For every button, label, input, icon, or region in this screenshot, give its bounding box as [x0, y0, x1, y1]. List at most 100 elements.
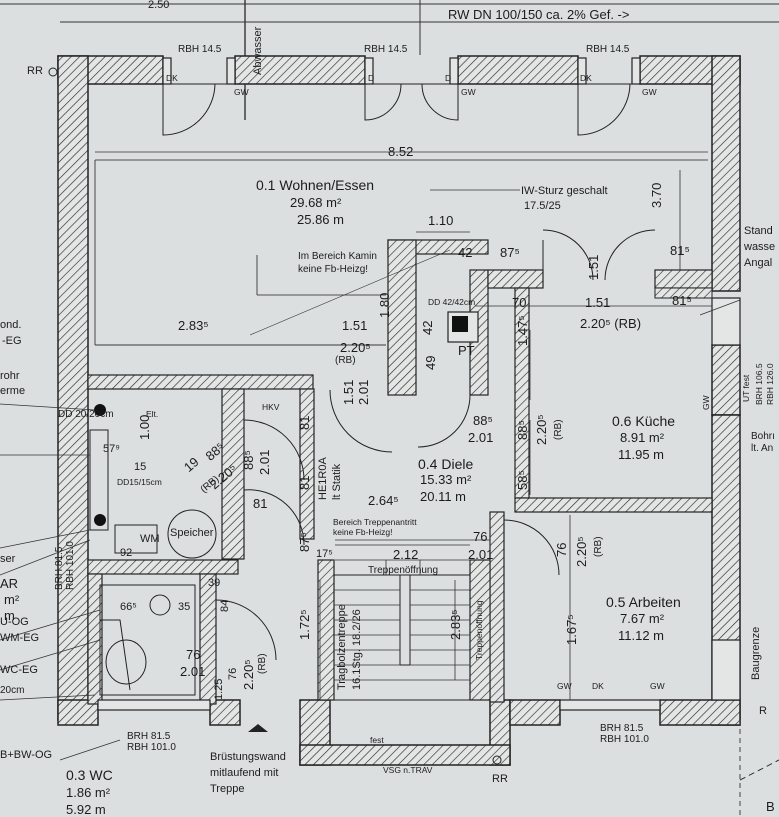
dim-151c: 1.51: [342, 318, 368, 333]
rb-1: (RB): [335, 355, 356, 366]
bohr-note: Bohrı: [751, 431, 775, 442]
gw-1: GW: [234, 87, 249, 97]
dim-76d: 76: [227, 667, 239, 680]
gw-3: GW: [642, 87, 657, 97]
rbh-left: RBH 101.0: [65, 541, 76, 590]
left-note-10: WM-EG: [0, 632, 40, 644]
elt-label: Elt.: [146, 409, 159, 419]
dim-370: 3.70: [649, 182, 664, 208]
room-wc-name: 0.3 WC: [66, 767, 113, 783]
dim-125: 1.25: [213, 678, 225, 700]
rr-left: RR: [27, 65, 43, 77]
dim-147: 1.47⁵: [515, 315, 530, 346]
dim-815c: 81: [253, 496, 268, 511]
bruestung-3: Treppe: [210, 783, 245, 795]
dim-212: 2.12: [393, 547, 419, 562]
baugrenze: Baugrenze: [750, 626, 762, 680]
dk-4: DK: [592, 681, 604, 691]
rbh-wc: RBH 101.0: [127, 742, 176, 753]
dim-852: 8.52: [388, 144, 414, 159]
room-kueche-perimeter: 11.95 m: [618, 447, 665, 462]
dd-42: DD 42/42cm: [428, 297, 476, 307]
room-arbeiten-perimeter: 11.12 m: [618, 628, 665, 643]
gw-2: GW: [461, 87, 476, 97]
dim-579: 57⁹: [103, 443, 120, 455]
room-kueche-area: 8.91 m²: [620, 430, 665, 445]
gw-4: GW: [557, 681, 572, 691]
dim-201c: 2.01: [257, 449, 272, 475]
gw-k: GW: [701, 395, 711, 410]
dim-76c: 76: [186, 647, 201, 662]
dim-39: 39: [208, 577, 221, 589]
room-diele-area: 15.33 m²: [420, 472, 472, 487]
dim-220f: 2.20⁵: [241, 659, 256, 690]
left-note-3: rohr: [0, 370, 20, 382]
stg-label: 16.1Stg. 18.2/26: [351, 609, 363, 690]
he1roa-label: HE1R0A: [317, 457, 329, 500]
room-wohnen-area: 29.68 m²: [290, 195, 342, 210]
d-2: D: [445, 73, 452, 83]
dim-264: 2.64⁵: [368, 493, 399, 508]
brh-left: BRH 81.5: [54, 546, 65, 590]
dim-283b: 2.83⁵: [448, 609, 463, 640]
dim-665: 66⁵: [120, 601, 137, 613]
statik-label: lt Statik: [331, 463, 343, 500]
dk-2: DK: [580, 73, 592, 83]
dd-20: DD 20/20cm: [58, 409, 114, 420]
left-note-11: WC-EG: [0, 664, 38, 676]
dim-92: 92: [120, 547, 133, 559]
left-note-6: AR: [0, 576, 19, 591]
iw-sturz: IW-Sturz geschalt: [521, 185, 608, 197]
dim-15: 15: [134, 461, 147, 473]
left-note-2: -EG: [2, 335, 22, 347]
room-arbeiten-name: 0.5 Arbeiten: [606, 594, 681, 610]
room-wc-perimeter: 5.92 m: [66, 802, 106, 817]
dim-220c: 2.20⁵: [534, 414, 549, 445]
rbh-arb: RBH 101.0: [600, 734, 649, 745]
brh-wc: BRH 81.5: [127, 731, 171, 742]
rbh-k: RBH 126.0: [765, 363, 775, 405]
angal-note: Angal: [744, 257, 773, 269]
dim-201a: 2.01: [356, 379, 371, 405]
dim-167: 1.67⁵: [564, 614, 579, 645]
dim-35: 35: [178, 601, 191, 613]
dim-76a: 76: [473, 529, 488, 544]
fest-label: fest: [370, 735, 384, 745]
wm-label: WM: [140, 533, 160, 545]
iw-sturz-val: 17.5/25: [524, 200, 561, 212]
speicher-label: Speicher: [170, 527, 214, 539]
dim-201e: 2.01: [180, 664, 206, 679]
brh-arb: BRH 81.5: [600, 723, 644, 734]
bruestung: Brüstungswand: [210, 751, 286, 763]
dim-70: 70: [512, 295, 527, 310]
dim-201d: 2.01: [468, 547, 494, 562]
room-wc-area: 1.86 m²: [66, 785, 111, 800]
kamin-note-2: keine Fb-Heizg!: [298, 264, 369, 275]
bruestung-2: mitlaufend mit: [210, 767, 279, 779]
stand-note: Stand: [744, 225, 773, 237]
lt-an-note: lt. An: [751, 443, 774, 454]
dim-84: 84: [219, 599, 231, 612]
left-note-4: erme: [0, 385, 26, 397]
room-wohnen-name: 0.1 Wohnen/Essen: [256, 177, 375, 193]
inner-walls: [87, 239, 713, 705]
treppe-note-2: keine Fb-Heizg!: [333, 527, 393, 537]
dim-885d: 88⁵: [241, 450, 256, 470]
wasse-note: wasse: [744, 241, 776, 253]
dim-81: 81: [297, 415, 312, 430]
ut-fest: UT fest: [741, 374, 751, 402]
left-note-12: 20cm: [0, 685, 25, 696]
dk-1: DK: [166, 73, 178, 83]
dim-815b: 81⁵: [672, 293, 692, 308]
dim-110: 1.10: [428, 213, 454, 228]
treppe-note: Bereich Treppenantritt: [333, 517, 417, 527]
dim-220w: 2.20⁵: [340, 340, 371, 355]
left-note-8: m: [4, 608, 15, 623]
dd-15: DD15/15cm: [117, 477, 162, 487]
left-note-7: m²: [4, 592, 20, 607]
dim-151d: 1.51: [341, 379, 356, 405]
left-note-9: U-OG: [0, 616, 29, 628]
dim-42: 42: [458, 245, 473, 260]
dim-100: 1.00: [137, 414, 152, 440]
